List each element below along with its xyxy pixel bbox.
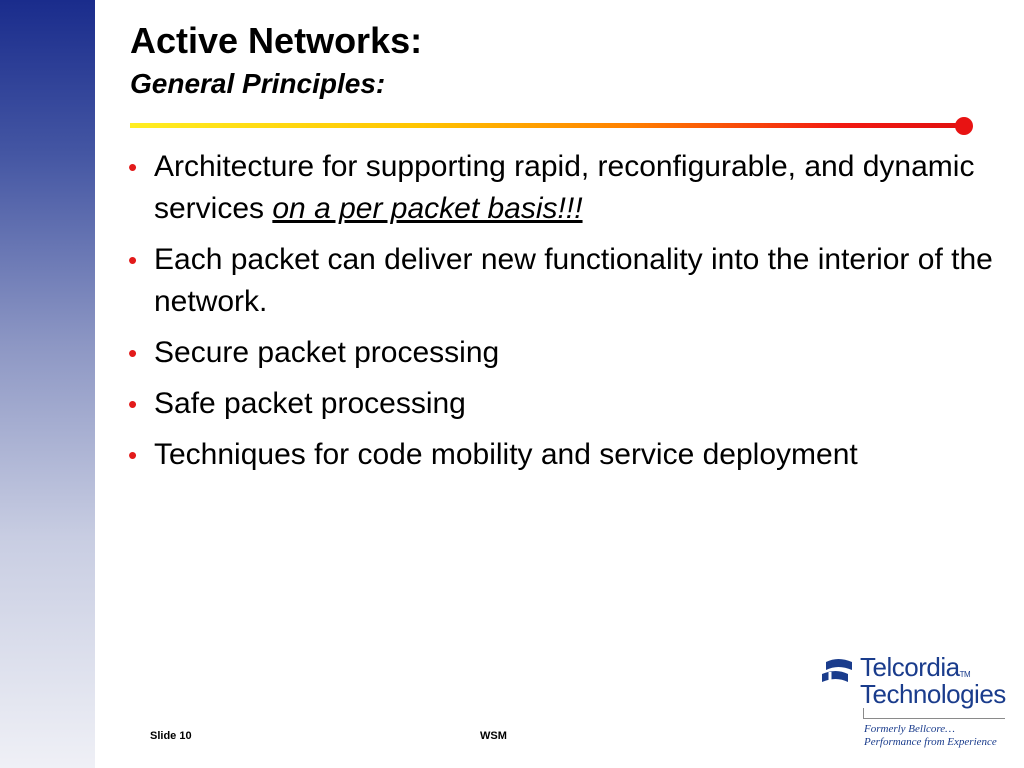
footer-author: WSM bbox=[480, 730, 507, 742]
logo-tagline-former: Formerly Bellcore… bbox=[864, 723, 955, 735]
bullet-marker: • bbox=[128, 440, 138, 470]
slide-title: Active Networks: bbox=[130, 20, 423, 61]
logo-divider bbox=[863, 718, 1005, 719]
bullet-marker: • bbox=[128, 152, 138, 182]
bullet-list: • Architecture for supporting rapid, rec… bbox=[128, 146, 998, 485]
bullet-text: Each packet can deliver new functionalit… bbox=[154, 243, 993, 318]
trademark-mark: TM bbox=[959, 670, 971, 679]
bullet-text: Secure packet processing bbox=[154, 336, 500, 369]
side-gradient-band bbox=[0, 0, 95, 768]
logo-name-line2: Technologies bbox=[860, 679, 1006, 709]
bullet-text: Techniques for code mobility and service… bbox=[154, 438, 858, 471]
bullet-emphasis: on a per packet basis!!! bbox=[272, 192, 583, 225]
bullet-marker: • bbox=[128, 389, 138, 419]
bullet-marker: • bbox=[128, 338, 138, 368]
bullet-text: Safe packet processing bbox=[154, 387, 466, 420]
logo-name-line1: TelcordiaTM bbox=[860, 652, 971, 682]
bullet-text: Architecture for supporting rapid, recon… bbox=[154, 150, 975, 225]
slide-subtitle: General Principles: bbox=[130, 68, 386, 99]
telcordia-logo: TelcordiaTM Technologies Formerly Bellco… bbox=[818, 652, 1014, 752]
bullet-item: • Each packet can deliver new functional… bbox=[128, 239, 998, 323]
divider-dot bbox=[955, 117, 973, 135]
bullet-item: • Techniques for code mobility and servi… bbox=[128, 434, 998, 476]
bullet-item: • Secure packet processing bbox=[128, 332, 998, 374]
telcordia-mark-icon bbox=[822, 659, 852, 682]
title-divider-line bbox=[130, 123, 964, 128]
bullet-marker: • bbox=[128, 245, 138, 275]
logo-tagline-performance: Performance from Experience bbox=[864, 736, 997, 748]
bullet-item: • Architecture for supporting rapid, rec… bbox=[128, 146, 998, 230]
logo-divider-tick bbox=[863, 708, 864, 719]
bullet-item: • Safe packet processing bbox=[128, 383, 998, 425]
footer-slide-number: Slide 10 bbox=[150, 730, 192, 742]
